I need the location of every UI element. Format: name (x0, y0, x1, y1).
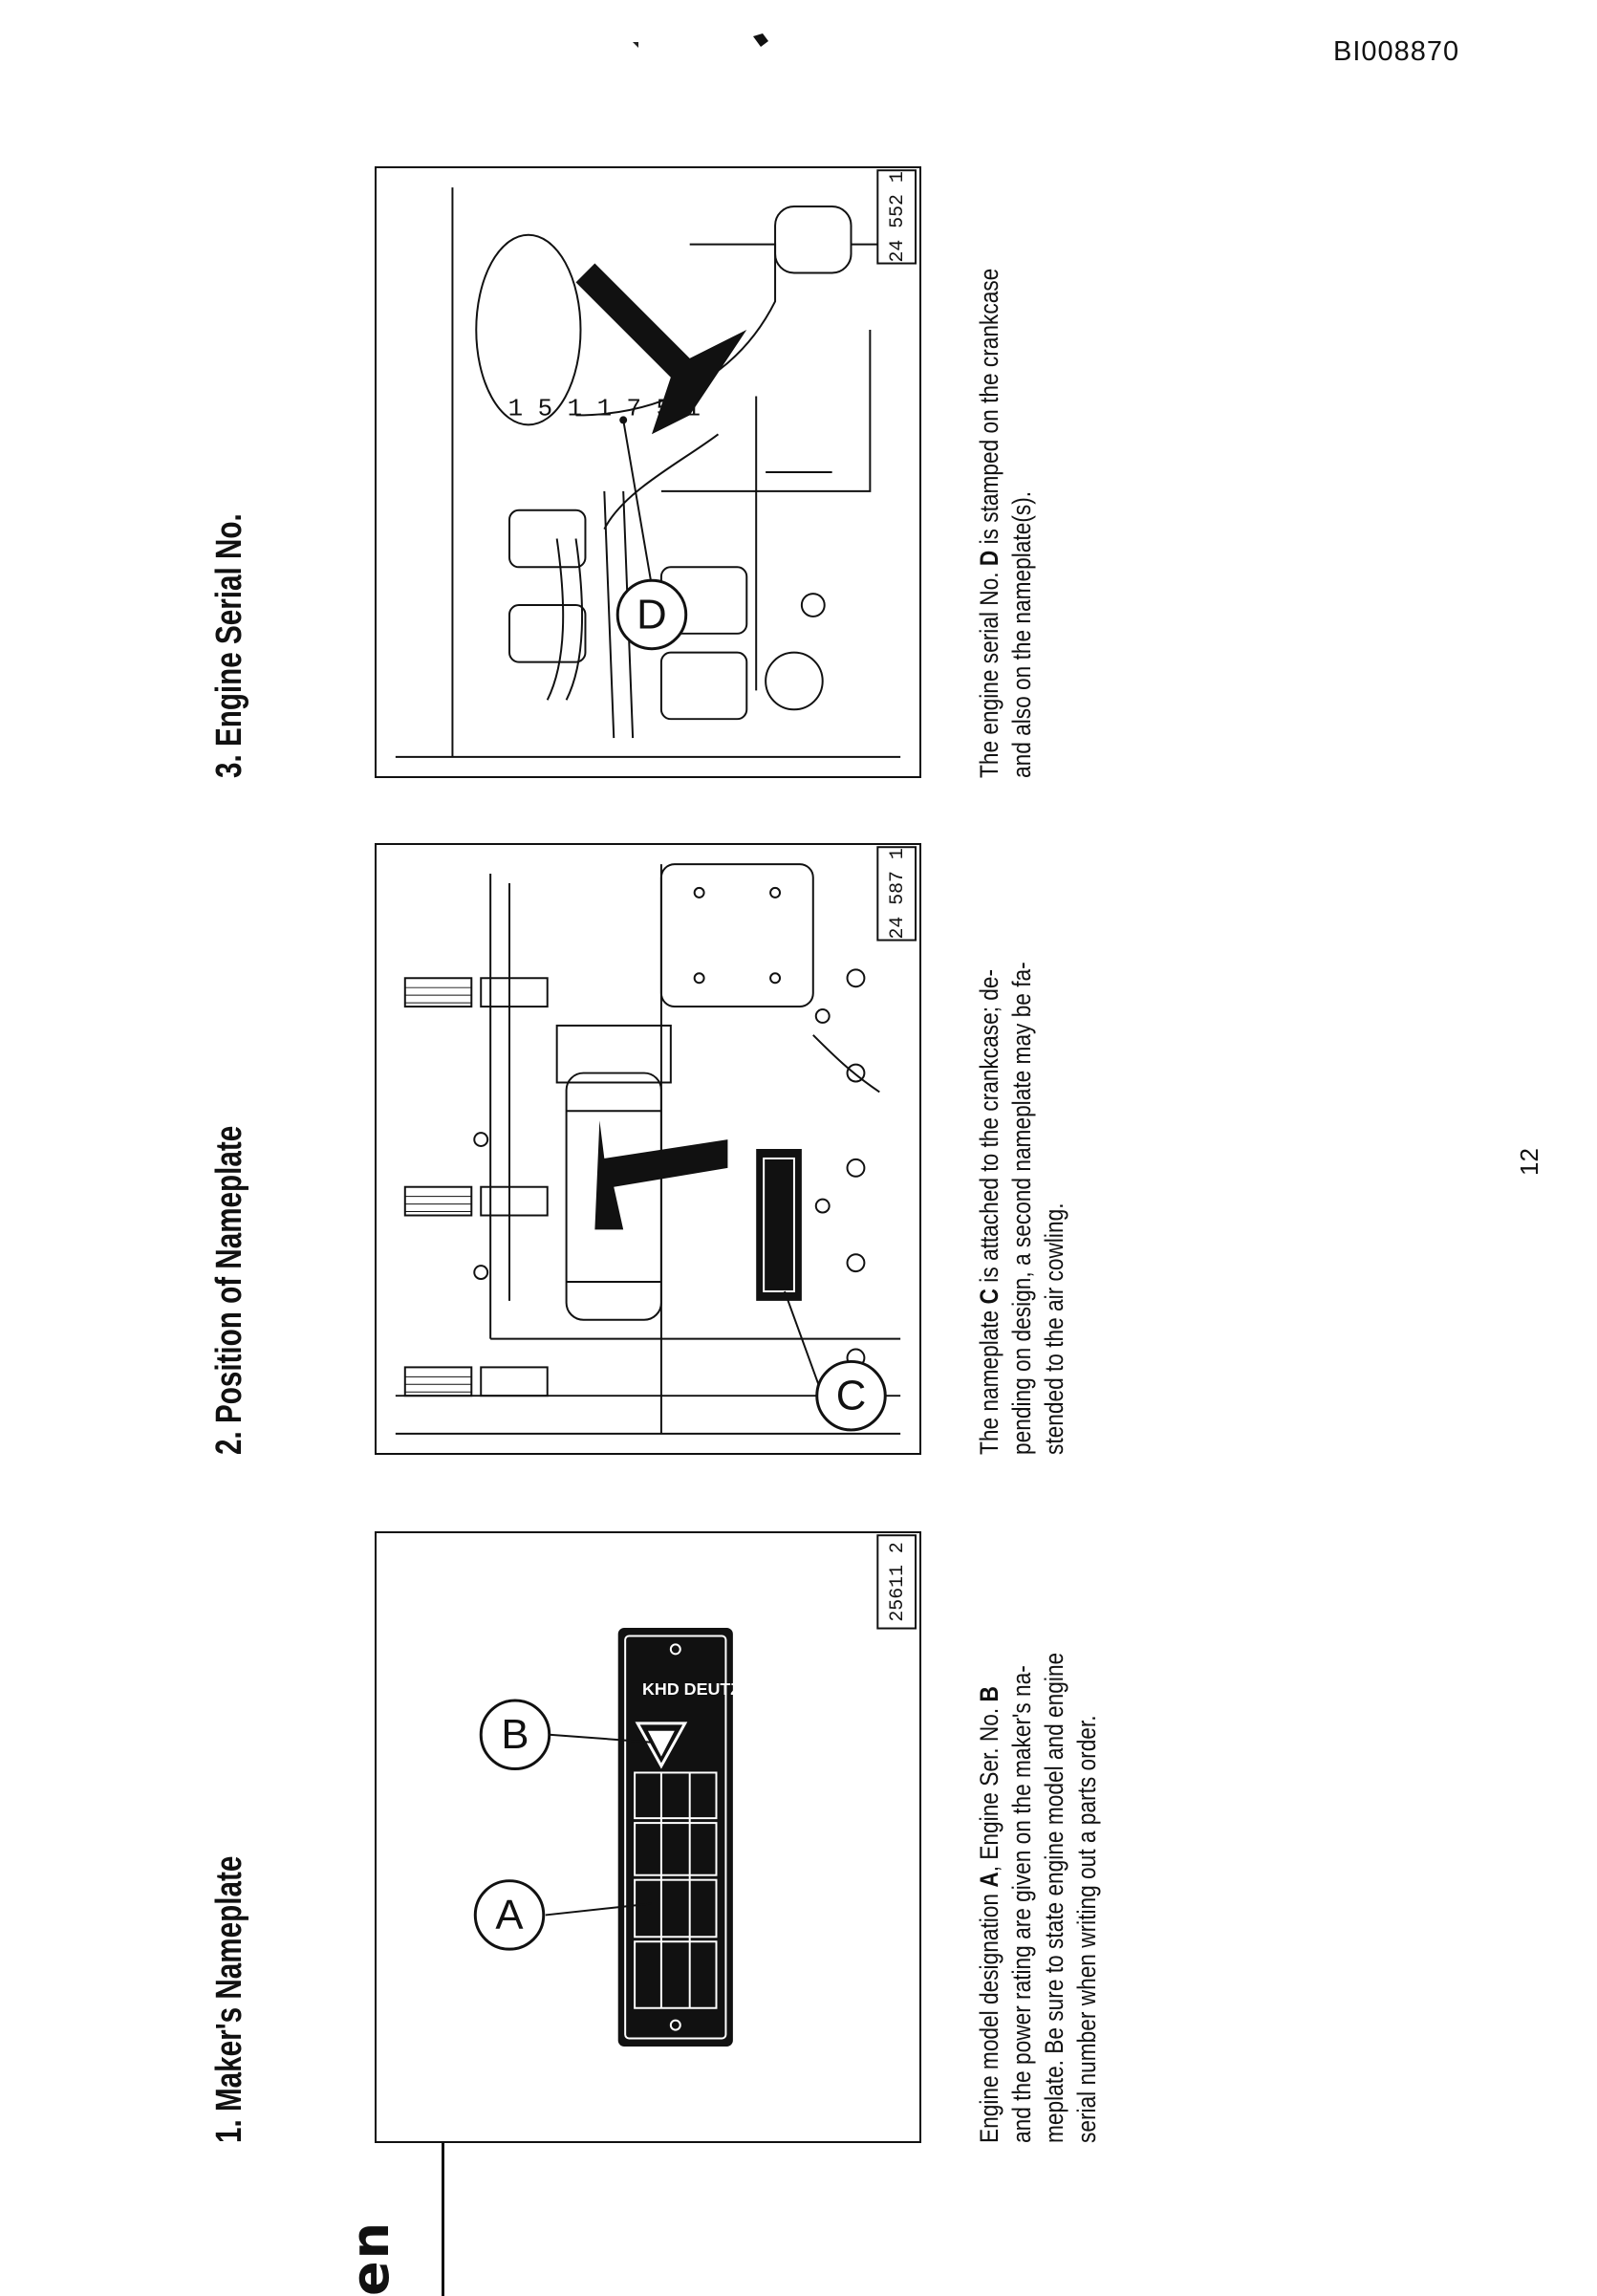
callout-c-circle (815, 1359, 887, 1432)
caption-engine-serial-no: The engine serial No. D is stamped on th… (973, 184, 1038, 778)
heading-makers-nameplate: 1. Maker's Nameplate (209, 1855, 249, 2143)
caption-1-bold-b: B (975, 1686, 1004, 1702)
crankcase-illustration: C 24 587 1 (395, 846, 917, 1435)
caption-3-text-1: The engine serial No. (975, 566, 1004, 778)
nameplate-illustration: KHD DEUTZ A B 25611 2 (473, 1534, 917, 2047)
figure-id-3: 24 552 1 (886, 171, 908, 262)
arrow-icon (594, 1120, 728, 1230)
callout-d-circle (615, 578, 688, 651)
caption-1-text-1: Engine model designation (975, 1887, 1004, 2143)
caption-2-text-1: The nameplate (975, 1304, 1004, 1455)
callout-b-circle (479, 1699, 551, 1770)
figure-makers-nameplate: KHD DEUTZ A B 25611 2 (375, 1531, 921, 2143)
caption-position-of-nameplate: The nameplate C is attached to the crank… (973, 860, 1070, 1455)
caption-2-bold-c: C (975, 1289, 1004, 1305)
callout-b-label: B (501, 1711, 529, 1758)
caption-makers-nameplate: Engine model designation A, Engine Ser. … (973, 1549, 1103, 2143)
caption-1-text-3: and the power rating are given on the ma… (1007, 1652, 1101, 2143)
figure-id-2: 24 587 1 (886, 848, 908, 939)
callout-d-label: D (637, 591, 667, 638)
callout-a-circle (473, 1879, 546, 1951)
heading-position-of-nameplate: 2. Position of Nameplate (209, 1125, 249, 1455)
nameplate-brand-logo: KHD DEUTZ (642, 1679, 741, 1699)
caption-1-bold-a: A (975, 1872, 1004, 1888)
figure-engine-serial-no: 1 5 1 1 7 5 1 D 24 552 1 (375, 166, 921, 778)
scan-specks (633, 33, 768, 48)
heading-engine-serial-no: 3. Engine Serial No. (209, 513, 249, 778)
figure-id-1: 25611 2 (886, 1542, 908, 1621)
caption-1-text-2: , Engine Ser. No. (975, 1701, 1004, 1873)
caption-3-bold-d: D (975, 550, 1004, 567)
language-tag: en (340, 2220, 400, 2296)
arrow-icon (575, 263, 747, 435)
callout-c-label: C (836, 1373, 867, 1419)
figure-position-of-nameplate: C 24 587 1 (375, 843, 921, 1455)
serial-stamp-illustration: 1 5 1 1 7 5 1 D 24 552 1 (395, 169, 917, 758)
callout-a-label: A (495, 1892, 524, 1939)
page-number: 12 (1515, 1148, 1543, 1176)
document-code: BI008870 (1333, 36, 1460, 67)
